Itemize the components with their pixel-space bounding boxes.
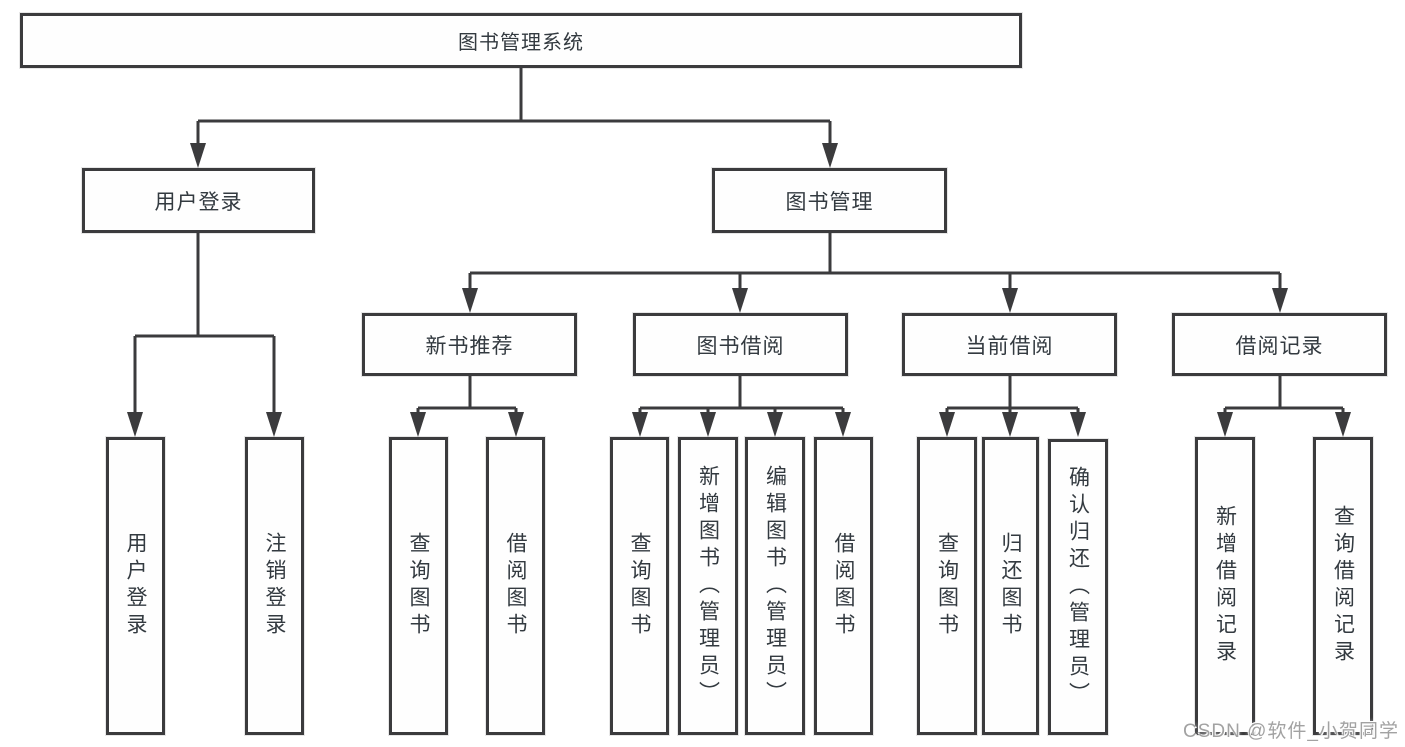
node-leaf-query-borrow-record: 查询借阅记录 — [1313, 437, 1373, 735]
leaf-label: 借阅图书 — [832, 532, 855, 640]
leaf-label: 用户登录 — [124, 532, 147, 640]
leaf-label: 新增图书（管理员） — [696, 464, 720, 708]
node-user-login: 用户登录 — [82, 168, 315, 233]
leaf-label: 查询借阅记录 — [1331, 505, 1355, 667]
node-new-book-recommend: 新书推荐 — [362, 313, 577, 376]
leaf-label: 编辑图书（管理员） — [763, 464, 787, 708]
leaf-label: 新增借阅记录 — [1213, 505, 1237, 667]
leaf-label: 归还图书 — [999, 532, 1022, 640]
node-leaf-confirm-return-admin: 确认归还（管理员） — [1048, 439, 1108, 735]
leaf-label: 借阅图书 — [504, 532, 527, 640]
leaf-label: 注销登录 — [263, 532, 286, 640]
node-leaf-return-book: 归还图书 — [982, 437, 1039, 735]
node-leaf-borrow-book-1: 借阅图书 — [486, 437, 545, 735]
node-leaf-add-book-admin: 新增图书（管理员） — [678, 437, 738, 735]
csdn-watermark: CSDN @软件_小贺同学 — [1183, 721, 1399, 742]
node-current-borrowing: 当前借阅 — [902, 313, 1117, 376]
node-leaf-query-book-1: 查询图书 — [389, 437, 448, 735]
leaf-label: 查询图书 — [628, 532, 651, 640]
node-leaf-logout: 注销登录 — [245, 437, 304, 735]
node-leaf-query-book-3: 查询图书 — [917, 437, 977, 735]
leaf-label: 查询图书 — [407, 532, 430, 640]
node-book-borrowing: 图书借阅 — [633, 313, 848, 376]
node-leaf-borrow-book-2: 借阅图书 — [814, 437, 873, 735]
node-book-management: 图书管理 — [712, 168, 947, 233]
node-borrowing-records: 借阅记录 — [1172, 313, 1387, 376]
node-leaf-edit-book-admin: 编辑图书（管理员） — [745, 437, 805, 735]
leaf-label: 查询图书 — [935, 532, 959, 640]
node-library-management-system: 图书管理系统 — [20, 13, 1022, 68]
node-leaf-add-borrow-record: 新增借阅记录 — [1195, 437, 1255, 735]
node-leaf-query-book-2: 查询图书 — [610, 437, 669, 735]
leaf-label: 确认归还（管理员） — [1066, 465, 1090, 709]
node-leaf-user-login: 用户登录 — [106, 437, 165, 735]
